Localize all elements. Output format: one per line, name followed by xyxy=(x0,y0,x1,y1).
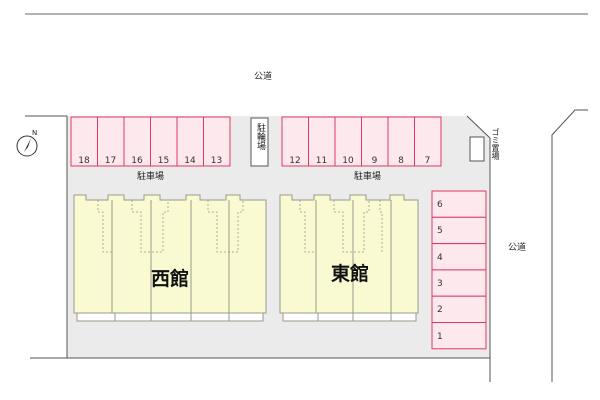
parking-label-west: 駐車場 xyxy=(137,172,165,182)
road-label-right: 公道 xyxy=(508,243,527,253)
building-label-west: 西館 xyxy=(151,268,190,290)
north-arrow-icon: N xyxy=(16,129,38,157)
parking-space-1 xyxy=(431,322,487,350)
parking-space-number: 8 xyxy=(398,156,404,166)
parking-space-number: 2 xyxy=(437,305,443,316)
road-label-top: 公道 xyxy=(254,72,273,82)
parking-space-number: 11 xyxy=(315,156,328,166)
parking-space-number: 18 xyxy=(78,156,90,166)
parking-space-18 xyxy=(70,116,98,167)
parking-row-east xyxy=(281,116,442,167)
road-edge-right xyxy=(551,109,588,382)
parking-space-number: 12 xyxy=(289,156,301,166)
parking-space-number: 14 xyxy=(184,156,196,166)
parking-space-number: 4 xyxy=(437,252,443,263)
boundary-corner xyxy=(466,115,491,139)
parking-space-12 xyxy=(281,116,309,167)
parking-space-number: 13 xyxy=(210,156,223,166)
svg-text:N: N xyxy=(32,129,37,137)
parking-space-number: 15 xyxy=(157,156,170,166)
parking-space-14 xyxy=(176,116,204,167)
parking-space-4 xyxy=(431,243,487,271)
bicycle-parking-label: 駐輪場 xyxy=(255,123,265,150)
parking-space-15 xyxy=(150,116,178,167)
parking-space-6 xyxy=(431,190,487,218)
parking-space-number: 17 xyxy=(104,156,117,166)
parking-space-number: 1 xyxy=(437,331,443,342)
parking-space-17 xyxy=(97,116,125,167)
parking-row-west xyxy=(70,116,231,167)
garbage-area xyxy=(469,136,485,162)
bicycle-parking xyxy=(250,117,269,167)
parking-column-right xyxy=(431,190,487,350)
building-label-east: 東館 xyxy=(331,263,370,285)
parking-space-7 xyxy=(414,116,442,167)
parking-space-number: 7 xyxy=(424,156,431,166)
parking-space-10 xyxy=(334,116,362,167)
parking-space-number: 10 xyxy=(342,156,354,166)
parking-space-number: 3 xyxy=(437,278,443,289)
building-west xyxy=(73,194,267,322)
parking-label-east: 駐車場 xyxy=(354,172,382,182)
parking-space-13 xyxy=(203,116,231,167)
parking-space-number: 5 xyxy=(437,226,443,237)
parking-space-3 xyxy=(431,269,487,297)
garbage-area-label: ゴミ置場 xyxy=(491,128,500,160)
building-east xyxy=(279,194,419,322)
parking-space-number: 6 xyxy=(437,200,443,210)
parking-space-11 xyxy=(308,116,336,167)
parking-space-number: 16 xyxy=(131,156,143,166)
parking-space-9 xyxy=(361,116,389,167)
parking-space-number: 9 xyxy=(371,156,378,166)
